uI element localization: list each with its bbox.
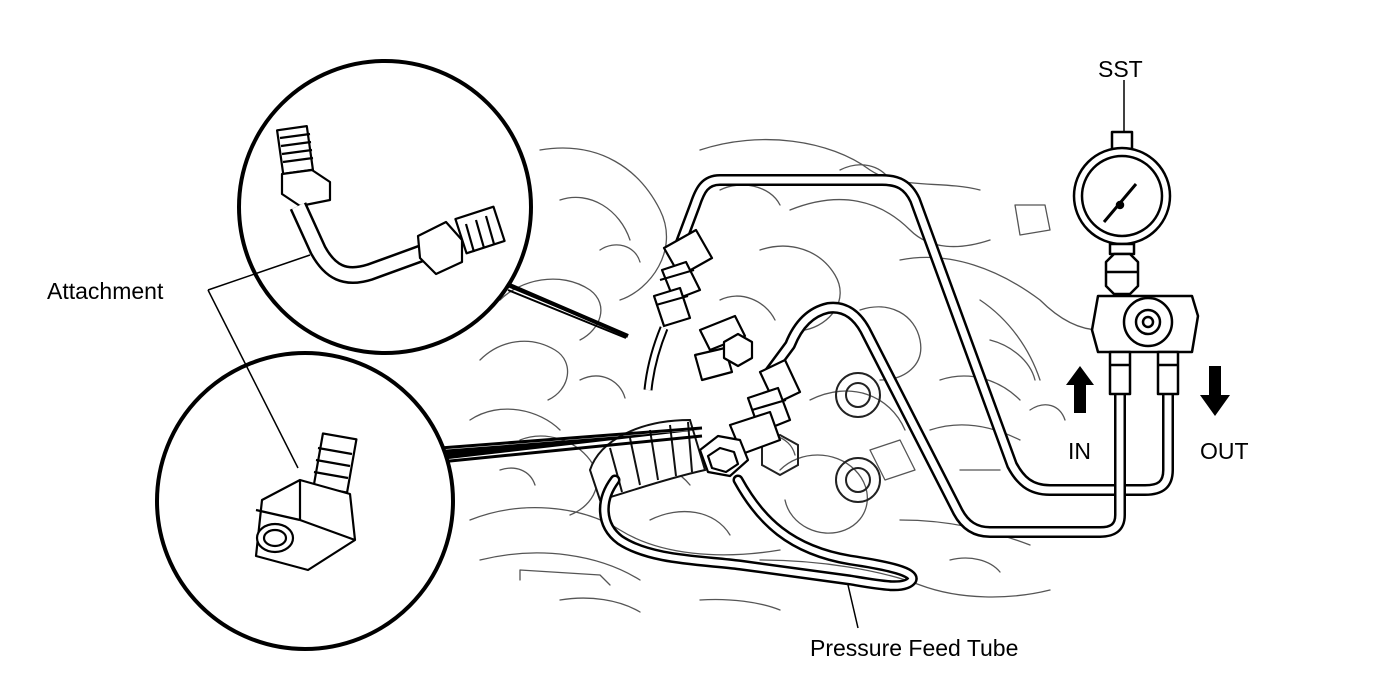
in-label: IN [1068, 438, 1091, 464]
arrow-down-icon [1200, 366, 1230, 416]
attachment-detail-circle-upper [237, 59, 629, 355]
pressure-feed-tube-label: Pressure Feed Tube [810, 635, 1019, 661]
leader-lines [207, 80, 1125, 629]
attachment-detail-circle-lower [155, 351, 703, 651]
arrow-up-icon [1066, 366, 1094, 413]
gauge-in-hose [764, 301, 1126, 538]
pressure-feed-tube [598, 474, 918, 592]
pump-hose-fittings [643, 228, 754, 391]
out-label: OUT [1200, 438, 1249, 464]
gauge-out-hose [674, 174, 1174, 496]
gear-hose-fittings [698, 358, 802, 478]
engine-pulleys [761, 372, 881, 503]
sst-label: SST [1098, 56, 1143, 82]
attachment-label: Attachment [47, 278, 164, 304]
pressure-gauge-icon [1072, 130, 1200, 396]
